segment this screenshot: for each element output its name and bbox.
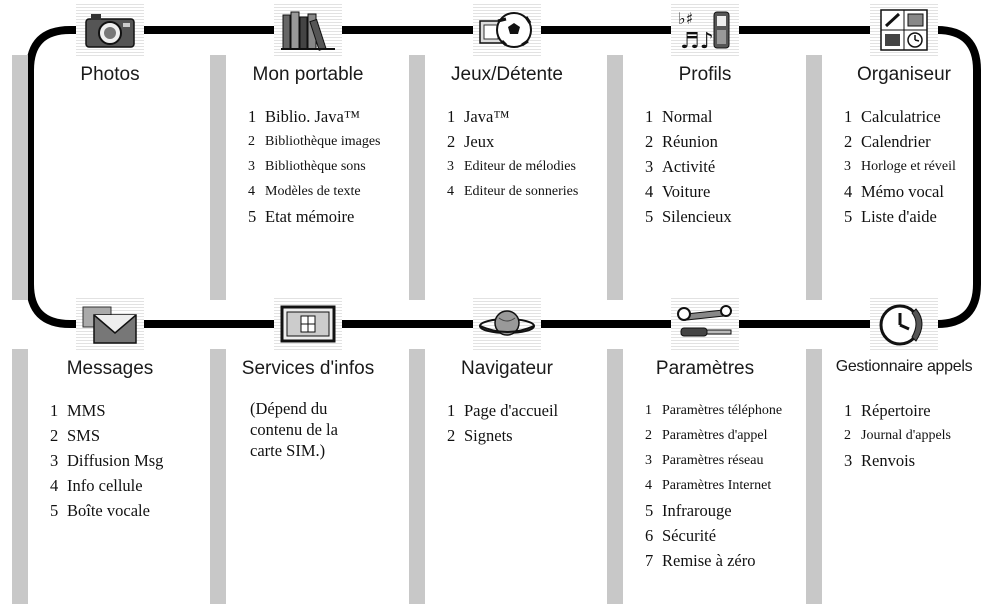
books-icon: [279, 9, 337, 51]
profils-icon-tile[interactable]: ♭♯ ♬♪: [671, 4, 739, 56]
column-bar-jeux: [409, 55, 425, 300]
sim-card-icon: [279, 304, 337, 344]
tools-icon: [675, 304, 735, 344]
column-bar-messages: [12, 349, 28, 604]
organiseur-title[interactable]: Organiseur: [857, 64, 951, 85]
column-bar-parametres: [607, 349, 623, 604]
gestionnaire-icon-tile[interactable]: [870, 298, 938, 350]
column-bar-mon-portable: [210, 55, 226, 300]
soccer-ball-icon: [478, 9, 536, 51]
svg-text:♭♯: ♭♯: [678, 9, 693, 28]
mon-portable-title[interactable]: Mon portable: [252, 64, 364, 85]
clock-phone-icon: [876, 301, 932, 347]
column-bar-gestionnaire: [806, 349, 822, 604]
photos-title[interactable]: Photos: [80, 64, 140, 85]
gestionnaire-title[interactable]: Gestionnaire appels: [835, 358, 973, 375]
parametres-icon-tile[interactable]: [671, 298, 739, 350]
organiseur-icon-tile[interactable]: [870, 4, 938, 56]
navigateur-title[interactable]: Navigateur: [461, 358, 553, 379]
organizer-icon: [875, 8, 933, 52]
messages-icon-tile[interactable]: [76, 298, 144, 350]
column-bar-navigateur: [409, 349, 425, 604]
jeux-title[interactable]: Jeux/Détente: [451, 64, 563, 85]
parametres-title[interactable]: Paramètres: [655, 358, 755, 379]
planet-icon: [477, 304, 537, 344]
mon-portable-icon-tile[interactable]: [274, 4, 342, 56]
profils-title[interactable]: Profils: [678, 64, 732, 85]
column-bar-services: [210, 349, 226, 604]
services-title[interactable]: Services d'infos: [241, 358, 375, 379]
services-note: (Dépend du contenu de la carte SIM.): [250, 399, 338, 460]
navigateur-icon-tile[interactable]: [473, 298, 541, 350]
column-bar-profils: [607, 55, 623, 300]
messages-title[interactable]: Messages: [66, 358, 154, 379]
photos-icon-tile[interactable]: [76, 4, 144, 56]
camera-icon: [83, 10, 137, 50]
column-bar-photos: [12, 55, 28, 300]
envelope-icon: [80, 303, 140, 345]
music-phone-icon: ♭♯ ♬♪: [676, 8, 734, 52]
services-icon-tile[interactable]: [274, 298, 342, 350]
jeux-icon-tile[interactable]: [473, 4, 541, 56]
svg-text:♬♪: ♬♪: [680, 29, 714, 52]
column-bar-organiseur: [806, 55, 822, 300]
